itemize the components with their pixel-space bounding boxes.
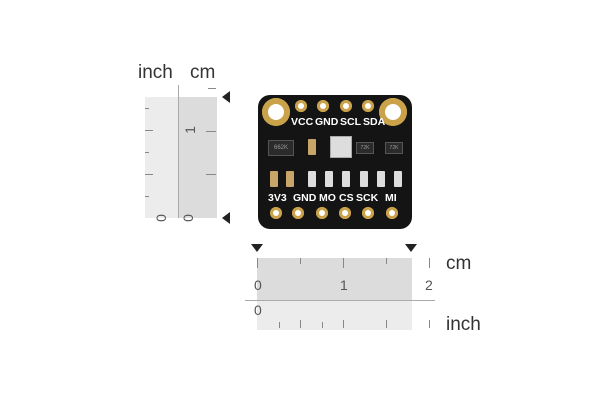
pin-label: CS: [339, 192, 354, 204]
cm-label: cm: [190, 62, 216, 83]
pin-pad: [270, 207, 282, 219]
mosfet-chip: 72K: [385, 142, 403, 154]
resistor: [342, 171, 350, 187]
pin-label: MO: [319, 192, 336, 204]
right-marker-arrow-icon: [405, 244, 417, 252]
pin-pad: [316, 207, 328, 219]
inch-strip: [145, 97, 178, 218]
inch-zero: 0: [254, 302, 262, 318]
divider: [178, 85, 179, 218]
cm-label: cm: [446, 253, 472, 274]
pin-pad: [317, 100, 329, 112]
inch-strip: [257, 300, 412, 330]
top-marker-arrow-icon: [222, 91, 230, 103]
capacitor: [286, 171, 294, 187]
inch-zero: 0: [152, 214, 169, 222]
sensor-chip: [330, 136, 352, 158]
sensor-breakout-board: VCC GND SCL SDA 662K 72K 72K 3V3 GND MO …: [258, 95, 412, 229]
pin-label: SDA: [363, 116, 386, 128]
pin-pad: [339, 207, 351, 219]
cm-strip: [257, 258, 412, 300]
mounting-hole: [379, 98, 407, 126]
resistor: [325, 171, 333, 187]
cm-zero: 0: [179, 214, 196, 222]
mounting-hole: [262, 98, 290, 126]
cm-strip: [178, 97, 217, 218]
inch-label: inch: [138, 62, 173, 83]
pin-pad: [340, 100, 352, 112]
pin-label: VCC: [291, 116, 314, 128]
pin-label: MI: [385, 192, 397, 204]
mosfet-chip: 72K: [356, 142, 374, 154]
resistor: [394, 171, 402, 187]
pin-pad: [362, 100, 374, 112]
cm-two: 2: [425, 277, 433, 293]
pin-label: SCL: [340, 116, 361, 128]
resistor: [377, 171, 385, 187]
bottom-marker-arrow-icon: [222, 212, 230, 224]
left-marker-arrow-icon: [251, 244, 263, 252]
resistor: [308, 171, 316, 187]
inch-label: inch: [446, 314, 481, 335]
pin-label: GND: [315, 116, 339, 128]
cm-zero: 0: [254, 277, 262, 293]
cm-one: 1: [181, 126, 198, 134]
capacitor: [308, 139, 316, 155]
pin-pad: [362, 207, 374, 219]
pin-label: GND: [293, 192, 317, 204]
pin-pad: [386, 207, 398, 219]
resistor: [360, 171, 368, 187]
regulator-chip: 662K: [268, 140, 294, 156]
pin-label: 3V3: [268, 192, 287, 204]
cm-one: 1: [340, 277, 348, 293]
capacitor: [270, 171, 278, 187]
pin-pad: [295, 100, 307, 112]
divider: [245, 300, 435, 301]
pin-pad: [292, 207, 304, 219]
pin-label: SCK: [356, 192, 379, 204]
